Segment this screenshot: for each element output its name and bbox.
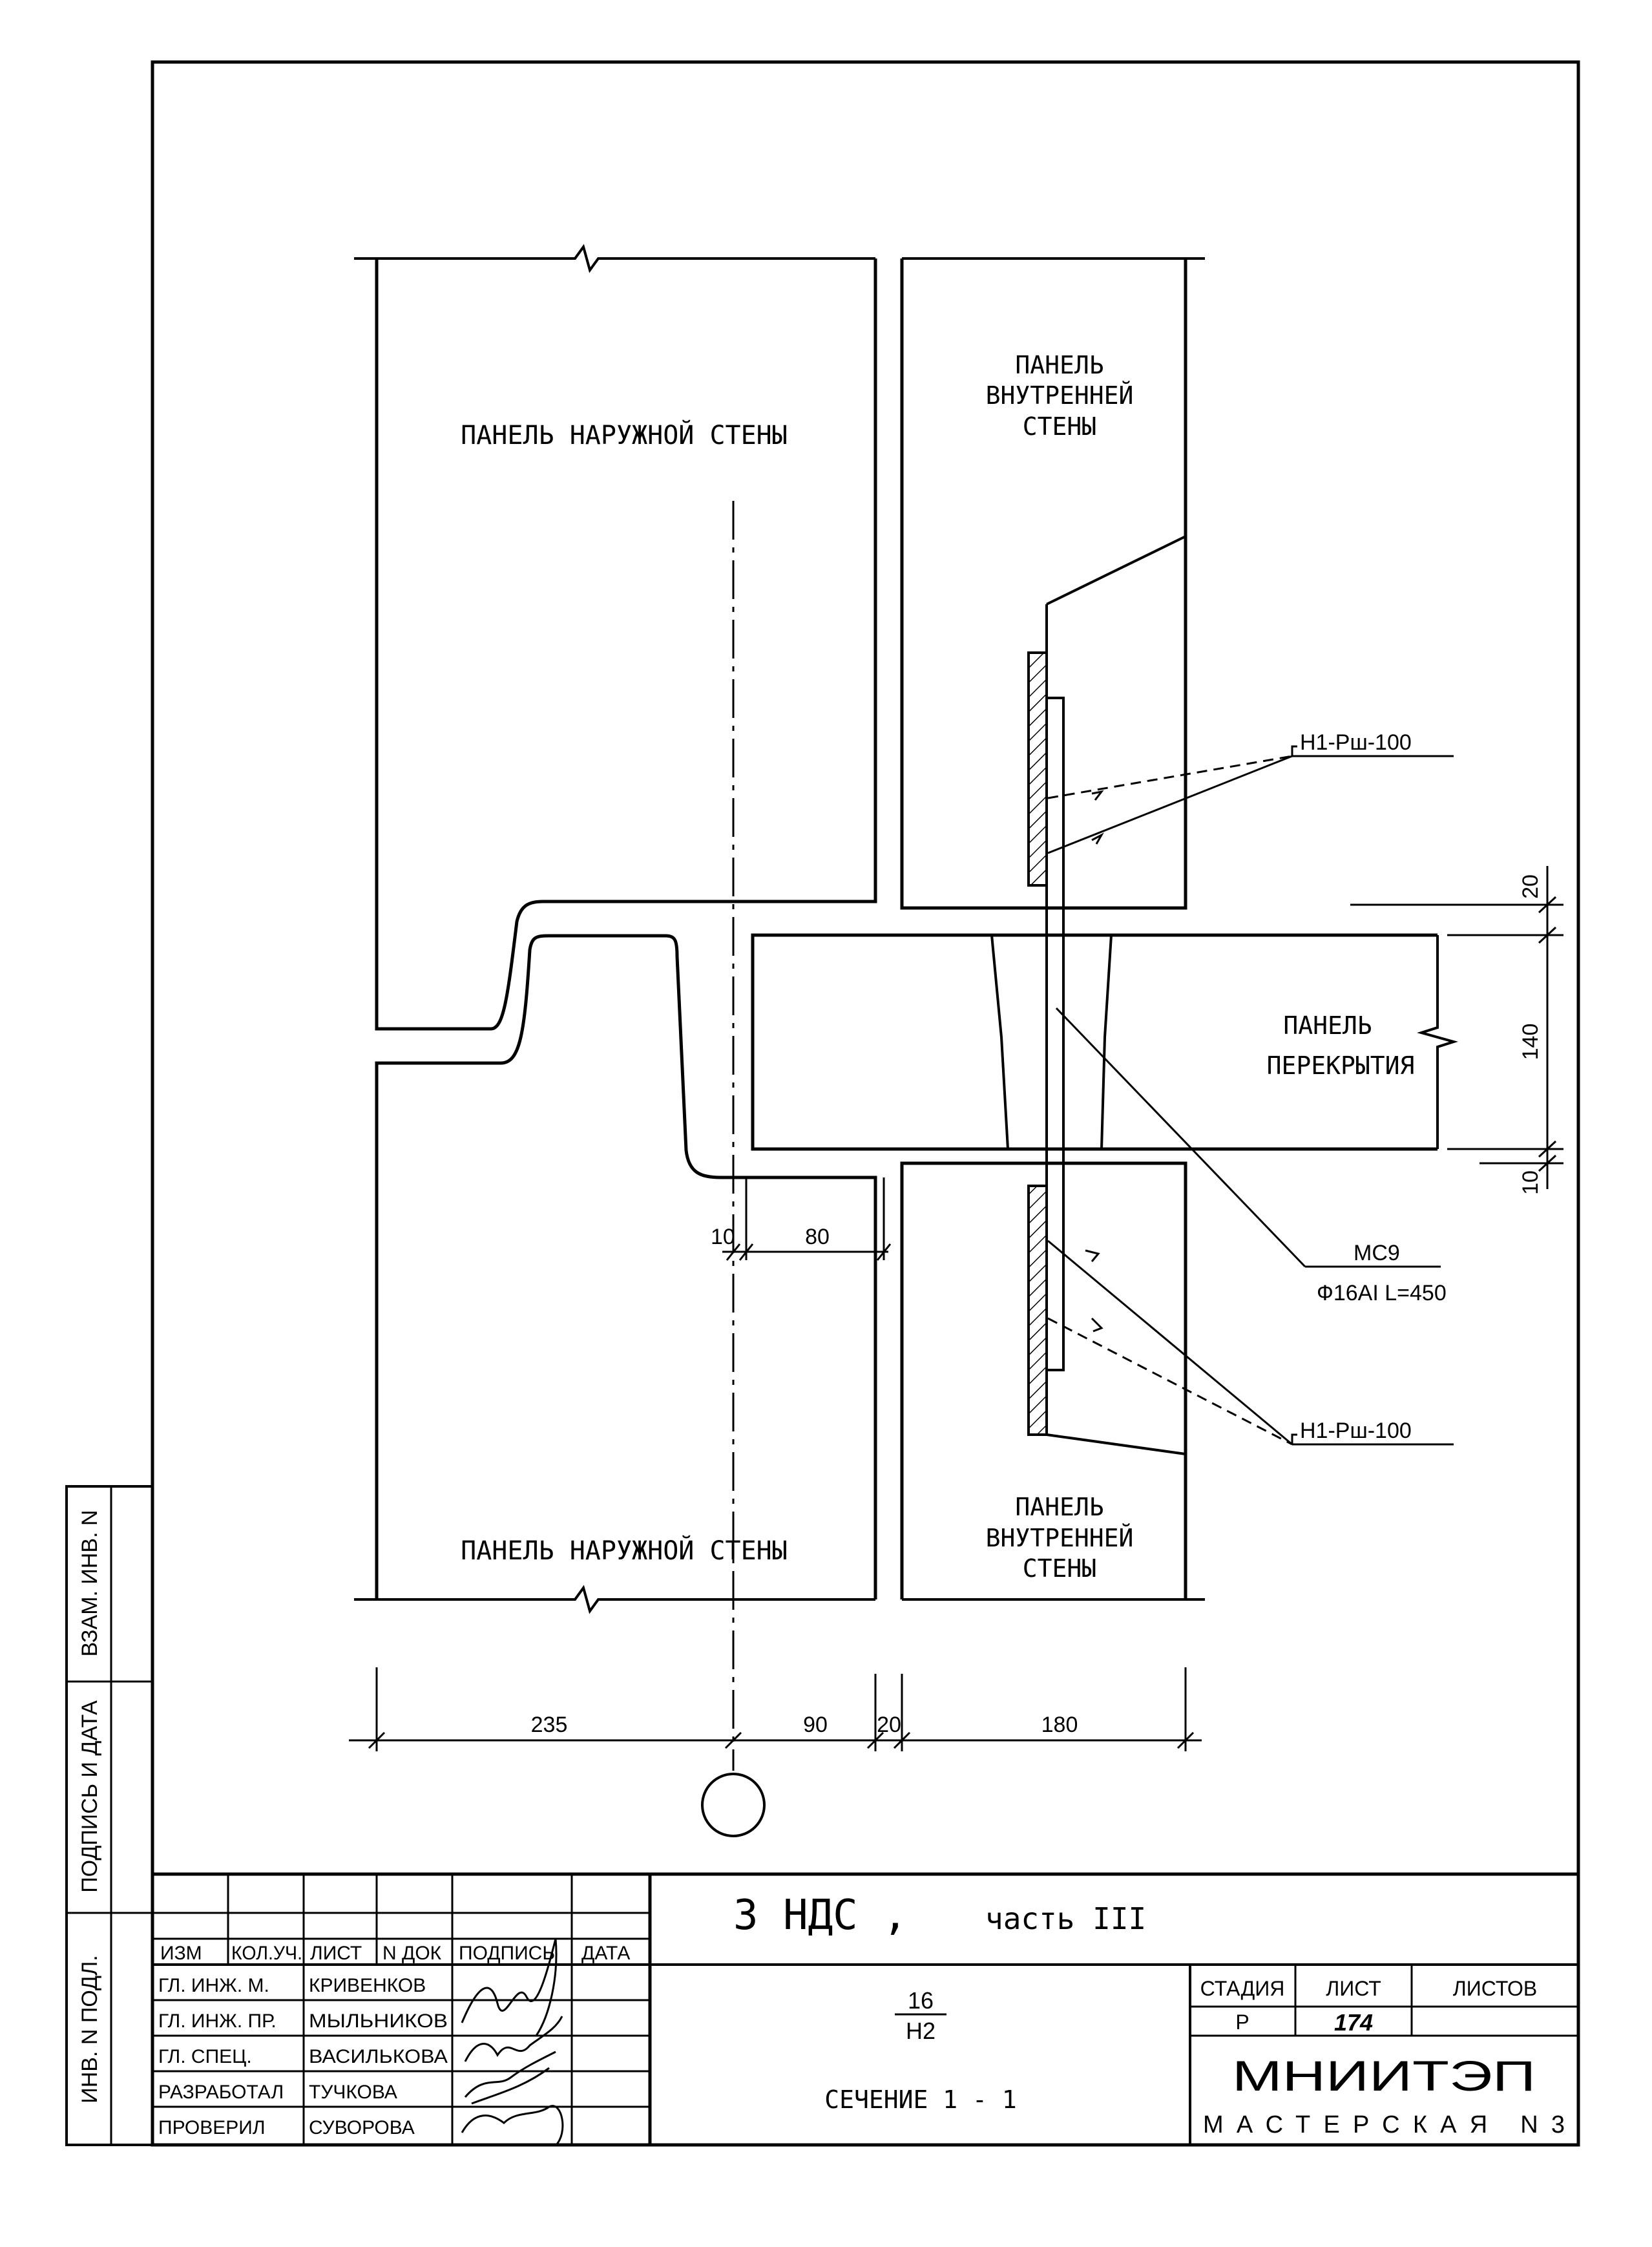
- stage-value: Р: [1235, 2010, 1249, 2034]
- inner-wall-panel-bottom: [900, 1161, 1187, 1599]
- connection-bar-mc9: [1045, 697, 1065, 1371]
- dim-90: 90: [803, 1713, 828, 1737]
- svg-text:ВНУТРЕННЕЙ: ВНУТРЕННЕЙ: [986, 381, 1134, 410]
- side-stamp-vzam-inv: ВЗАМ. ИНВ. N: [78, 1510, 102, 1656]
- label-outer-wall-top: ПАНЕЛЬ НАРУЖНОЙ СТЕНЫ: [461, 419, 788, 450]
- person-role: ПРОВЕРИЛ: [158, 2117, 266, 2138]
- dim-80: 80: [805, 1225, 830, 1249]
- dim-180: 180: [1041, 1713, 1078, 1737]
- label-inner-wall-bottom: ПАНЕЛЬ ВНУТРЕННЕЙ СТЕНЫ: [986, 1493, 1134, 1583]
- workshop: МАСТЕРСКАЯ N3: [1203, 2111, 1565, 2138]
- drawing-frame: [151, 60, 1580, 2147]
- label-outer-wall-bottom: ПАНЕЛЬ НАРУЖНОЙ СТЕНЫ: [461, 1535, 788, 1566]
- dim-10-left: 10: [711, 1225, 735, 1249]
- leader-label-rebar: Ф16АI L=450: [1317, 1281, 1447, 1305]
- person-name: СУВОРОВА: [309, 2117, 415, 2138]
- section-title: СЕЧЕНИЕ 1 - 1: [824, 2085, 1016, 2114]
- svg-text:КОЛ.УЧ.: КОЛ.УЧ.: [231, 1943, 302, 1964]
- svg-text:СТЕНЫ: СТЕНЫ: [1023, 1554, 1096, 1583]
- svg-text:ПАНЕЛЬ: ПАНЕЛЬ: [1015, 1493, 1103, 1521]
- svg-text:ИЗМ: ИЗМ: [160, 1943, 202, 1964]
- sheet-value: 174: [1334, 2009, 1373, 2036]
- person-role: ГЛ. ИНЖ. ПР.: [158, 2010, 277, 2032]
- person-role: ГЛ. ИНЖ. М.: [158, 1975, 269, 1996]
- side-stamp-podpis-data: ПОДПИСЬ И ДАТА: [78, 1700, 102, 1893]
- inner-wall-panel-top: [900, 258, 1187, 910]
- floor-panel: [751, 933, 1438, 1151]
- embedded-plate-top: [1027, 651, 1048, 887]
- svg-text:ВНУТРЕННЕЙ: ВНУТРЕННЕЙ: [986, 1524, 1134, 1552]
- sheet-header: ЛИСТ: [1326, 1977, 1381, 2000]
- outer-wall-panel-bottom: [375, 934, 877, 1599]
- dim-20-right: 20: [1518, 874, 1543, 899]
- svg-text:ПЕРЕКРЫТИЯ: ПЕРЕКРЫТИЯ: [1267, 1051, 1415, 1080]
- dim-20-bottom: 20: [877, 1713, 901, 1737]
- person-name: МЫЛЬНИКОВ: [309, 2010, 448, 2032]
- code-denominator: Н2: [906, 2018, 936, 2044]
- person-name: ВАСИЛЬКОВА: [309, 2046, 448, 2067]
- title-block: [151, 1872, 1580, 2147]
- label-floor-panel: ПАНЕЛЬ ПЕРЕКРЫТИЯ: [1267, 1011, 1415, 1080]
- title-project: 3 НДС ,: [733, 1892, 908, 1939]
- signatures: [461, 1938, 564, 2147]
- sheets-header: ЛИСТОВ: [1453, 1977, 1537, 2000]
- title-block-people: ГЛ. ИНЖ. М. КРИВЕНКОВ ГЛ. ИНЖ. ПР. МЫЛЬН…: [158, 1975, 448, 2138]
- outer-wall-panel-top: [375, 258, 877, 1031]
- svg-text:N ДОК: N ДОК: [382, 1943, 442, 1964]
- embedded-plate-bottom: [1027, 1185, 1048, 1436]
- dim-10-right: 10: [1518, 1170, 1543, 1195]
- svg-text:СТЕНЫ: СТЕНЫ: [1023, 412, 1096, 441]
- svg-text:ПАНЕЛЬ: ПАНЕЛЬ: [1283, 1011, 1372, 1040]
- person-role: РАЗРАБОТАЛ: [158, 2082, 284, 2103]
- person-name: ТУЧКОВА: [309, 2082, 397, 2103]
- leader-label-top: Н1-Рш-100: [1300, 730, 1412, 755]
- svg-text:ПОДПИСЬ: ПОДПИСЬ: [459, 1943, 555, 1964]
- dim-235: 235: [531, 1713, 568, 1737]
- code-numerator: 16: [908, 1987, 934, 2014]
- stage-header: СТАДИЯ: [1200, 1977, 1285, 2000]
- person-name: КРИВЕНКОВ: [309, 1975, 426, 1996]
- organization: МНИИТЭП: [1232, 2052, 1536, 2100]
- leader-label-mc9: МС9: [1354, 1241, 1400, 1265]
- label-inner-wall-top: ПАНЕЛЬ ВНУТРЕННЕЙ СТЕНЫ: [986, 351, 1134, 441]
- title-part: часть III: [985, 1901, 1146, 1936]
- svg-text:ДАТА: ДАТА: [581, 1943, 630, 1964]
- svg-text:ПАНЕЛЬ: ПАНЕЛЬ: [1015, 351, 1103, 379]
- side-stamp-inv-podl: ИНВ. N ПОДЛ.: [78, 1955, 102, 2103]
- person-role: ГЛ. СПЕЦ.: [158, 2046, 252, 2067]
- side-stamp: ИНВ. N ПОДЛ. ПОДПИСЬ И ДАТА ВЗАМ. ИНВ. N: [65, 1485, 154, 2146]
- leader-label-bottom: Н1-Рш-100: [1300, 1419, 1412, 1443]
- svg-text:ЛИСТ: ЛИСТ: [310, 1943, 362, 1964]
- section-drawing: [349, 244, 1563, 1837]
- title-block-headers: ИЗМ КОЛ.УЧ. ЛИСТ N ДОК ПОДПИСЬ ДАТА: [160, 1943, 630, 1964]
- dim-140: 140: [1518, 1024, 1543, 1060]
- axis-marker: [701, 1773, 766, 1837]
